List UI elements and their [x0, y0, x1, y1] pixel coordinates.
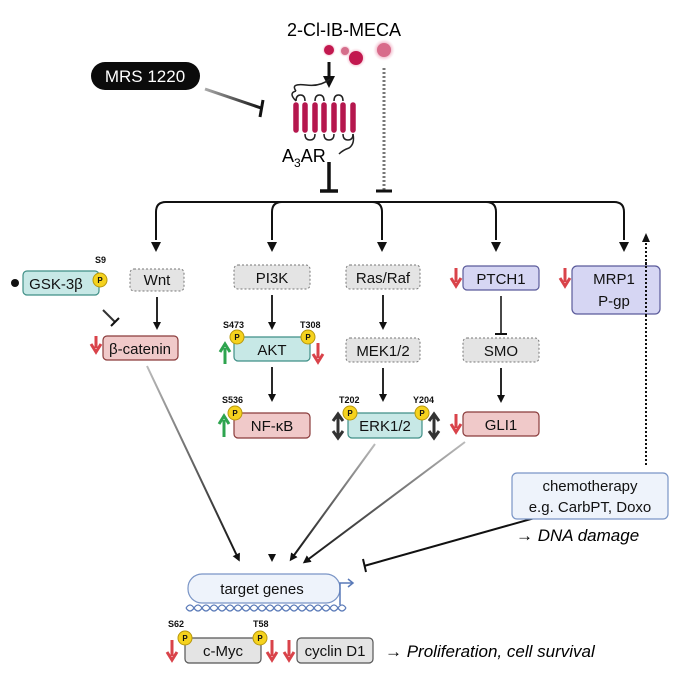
svg-text:P-gp: P-gp: [598, 293, 630, 310]
erk-site-right: Y204: [413, 395, 434, 405]
svg-text:ERK1/2: ERK1/2: [359, 418, 411, 435]
svg-text:PI3K: PI3K: [256, 270, 289, 287]
receptor-label: A3AR: [282, 146, 326, 170]
gsk3b-site: S9: [95, 255, 106, 265]
gsk3b-dot: [11, 279, 19, 287]
svg-text:NF-κB: NF-κB: [251, 418, 294, 435]
pi3k-node: PI3K: [233, 264, 311, 290]
down-arrow-cmyc-right: [265, 640, 279, 663]
cmyc-site-right: T58: [253, 619, 269, 629]
updown-arrow-erk-left: [331, 411, 345, 441]
svg-text:P: P: [232, 409, 238, 418]
svg-text:cyclin D1: cyclin D1: [305, 643, 366, 660]
up-arrow-nfkb: [217, 413, 231, 437]
svg-text:SMO: SMO: [484, 343, 518, 360]
antagonist-inhibition-line: [204, 87, 262, 110]
dna-damage-label: → DNA damage: [516, 526, 639, 545]
ligand-molecules: [322, 39, 395, 68]
svg-text:AKT: AKT: [257, 342, 286, 359]
down-arrow-gli1: [449, 414, 463, 435]
ptch1-node: PTCH1: [462, 265, 540, 291]
agonist-label: 2-Cl-IB-MECA: [287, 20, 401, 40]
dna-helix-icon: [185, 604, 347, 612]
transcription-start-icon: [339, 578, 355, 605]
phospho-gsk3b: P: [92, 272, 108, 288]
erk-node: ERK1/2: [347, 412, 423, 439]
akt-site-left: S473: [223, 320, 244, 330]
svg-text:Ras/Raf: Ras/Raf: [356, 270, 411, 287]
svg-text:P: P: [347, 409, 353, 418]
wnt-node: Wnt: [129, 268, 185, 292]
phospho-akt-t308: P: [300, 329, 316, 345]
down-arrow-akt: [311, 343, 325, 365]
svg-text:MEK1/2: MEK1/2: [356, 343, 409, 360]
gsk3b-node: GSK-3β: [22, 270, 100, 296]
svg-text:Wnt: Wnt: [144, 272, 172, 289]
svg-text:P: P: [257, 634, 263, 643]
svg-text:e.g. CarbPT, Doxo: e.g. CarbPT, Doxo: [529, 499, 652, 516]
convergent-arrows: [146, 365, 557, 573]
svg-text:MRP1: MRP1: [593, 271, 635, 288]
updown-arrow-erk-right: [427, 411, 441, 441]
svg-text:GSK-3β: GSK-3β: [29, 276, 83, 293]
outcome-label: → Proliferation, cell survival: [385, 642, 596, 661]
svg-text:P: P: [97, 276, 103, 285]
mrp1-node: MRP1 P-gp: [571, 265, 661, 315]
phospho-akt-s473: P: [229, 329, 245, 345]
rasraf-node: Ras/Raf: [345, 264, 421, 290]
gli1-node: GLI1: [462, 411, 540, 437]
down-arrow-ptch1: [449, 268, 463, 289]
svg-text:P: P: [234, 333, 240, 342]
branch-connectors: [155, 201, 625, 240]
nfkb-site: S536: [222, 395, 243, 405]
target-genes-node: target genes: [187, 573, 341, 604]
up-arrow-akt: [218, 341, 232, 364]
mek-node: MEK1/2: [345, 337, 421, 363]
a3ar-receptor-icon: [291, 78, 356, 155]
down-arrow-cmyc-left: [165, 640, 179, 663]
phospho-cmyc-t58: P: [252, 630, 268, 646]
down-arrow-mrp1: [558, 268, 572, 289]
phospho-erk-t202: P: [342, 405, 358, 421]
erk-site-left: T202: [339, 395, 360, 405]
smo-node: SMO: [462, 337, 540, 363]
svg-text:β-catenin: β-catenin: [109, 341, 171, 358]
cmyc-node: c-Myc: [184, 637, 262, 664]
svg-text:GLI1: GLI1: [485, 417, 518, 434]
svg-text:chemotherapy: chemotherapy: [542, 478, 638, 495]
cyclin-d1-node: cyclin D1: [296, 637, 374, 664]
nfkb-node: NF-κB: [233, 412, 311, 439]
svg-text:P: P: [419, 409, 425, 418]
svg-text:P: P: [182, 634, 188, 643]
phospho-cmyc-s62: P: [177, 630, 193, 646]
akt-site-right: T308: [300, 320, 321, 330]
antagonist-label: MRS 1220: [105, 67, 185, 86]
cmyc-site-left: S62: [168, 619, 184, 629]
chemotherapy-box: chemotherapy e.g. CarbPT, Doxo: [511, 472, 669, 520]
svg-text:c-Myc: c-Myc: [203, 643, 243, 660]
phospho-erk-y204: P: [414, 405, 430, 421]
svg-text:target genes: target genes: [220, 581, 303, 598]
bcatenin-node: β-catenin: [102, 335, 179, 361]
antagonist-badge: MRS 1220: [91, 62, 200, 90]
down-arrow-cyclin: [282, 640, 296, 663]
svg-text:PTCH1: PTCH1: [476, 271, 525, 288]
down-arrow-bcatenin: [89, 336, 103, 355]
akt-node: AKT: [233, 336, 311, 362]
phospho-nfkb: P: [227, 405, 243, 421]
svg-text:P: P: [305, 333, 311, 342]
